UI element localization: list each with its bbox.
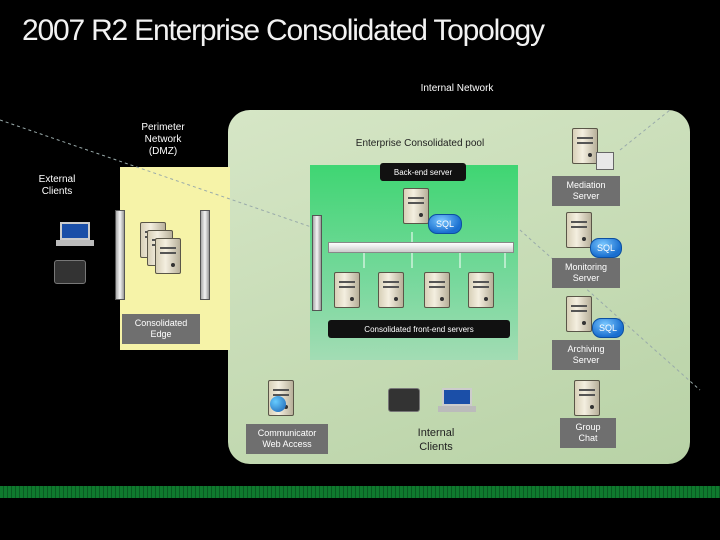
- external-clients-label: External Clients: [38, 174, 76, 197]
- internal-laptop-icon: [438, 388, 476, 414]
- monitoring-label: Monitoring Server: [552, 258, 620, 288]
- pool-switch-bar: [328, 242, 514, 253]
- globe-icon: [270, 396, 286, 412]
- internal-clients-label: Internal Clients: [417, 427, 455, 453]
- footer-bar: [0, 486, 720, 498]
- monitoring-sql-icon: SQL: [590, 238, 622, 258]
- archiving-server-icon: [566, 296, 592, 332]
- dashed-link-left: [0, 119, 321, 231]
- dmz-rack-left-icon: [115, 210, 125, 300]
- frontend-server-icon-4: [468, 272, 494, 308]
- monitoring-server-icon: [566, 212, 592, 248]
- backend-sql-icon: SQL: [428, 214, 462, 234]
- dashed-link-top: [619, 109, 671, 151]
- group-chat-server-icon: [574, 380, 600, 416]
- frontend-label: Consolidated front-end servers: [328, 320, 510, 338]
- edge-label: Consolidated Edge: [122, 314, 200, 344]
- backend-label: Back-end server: [380, 163, 466, 181]
- internal-ip-phone-icon: [388, 388, 420, 412]
- pool-rack-server-icon: [312, 215, 322, 311]
- archiving-sql-icon: SQL: [592, 318, 624, 338]
- perimeter-network-label: Perimeter Network (DMZ): [141, 122, 185, 157]
- mediation-gateway-icon: [596, 152, 614, 170]
- mediation-label: Mediation Server: [552, 176, 620, 206]
- cwa-label: Communicator Web Access: [246, 424, 328, 454]
- backend-server-icon: [403, 188, 429, 224]
- dmz-rack-right-icon: [200, 210, 210, 300]
- archiving-label: Archiving Server: [552, 340, 620, 370]
- frontend-server-icon-1: [334, 272, 360, 308]
- group-chat-label: Group Chat: [560, 418, 616, 448]
- internal-network-label: Internal Network: [420, 83, 494, 94]
- laptop-icon: [56, 222, 94, 248]
- edge-server-icon-3: [155, 238, 181, 274]
- page-title: 2007 R2 Enterprise Consolidated Topology: [22, 14, 545, 47]
- dashed-link-right: [519, 229, 701, 391]
- mediation-server-icon: [572, 128, 598, 164]
- frontend-server-icon-3: [424, 272, 450, 308]
- pool-label: Enterprise Consolidated pool: [355, 138, 485, 149]
- ip-phone-icon: [54, 260, 86, 284]
- frontend-server-icon-2: [378, 272, 404, 308]
